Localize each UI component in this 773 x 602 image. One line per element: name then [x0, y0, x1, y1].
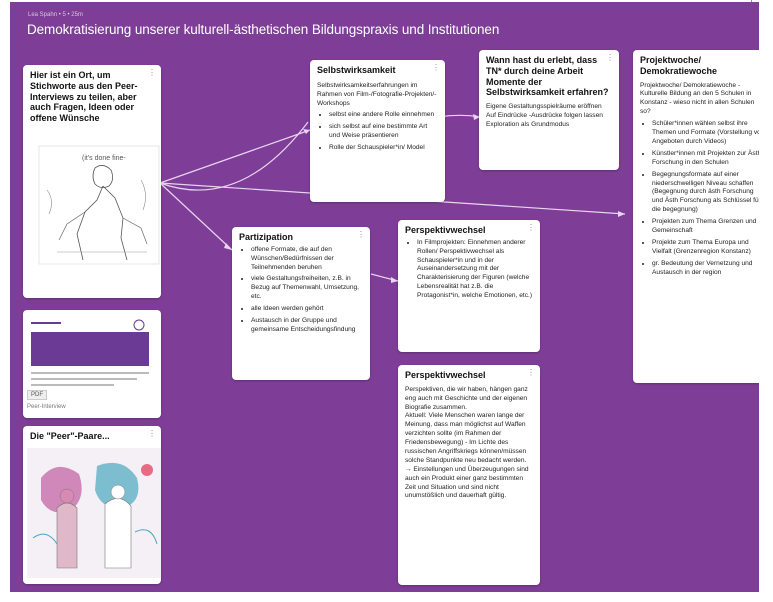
- selbstwirksamkeit-text: Selbstwirksamkeitserfahrungen im Rahmen …: [317, 81, 437, 107]
- projektwoche-list: Schüler*innen wählen selbst ihre Themen …: [640, 120, 759, 277]
- intro-card-title: Hier ist ein Ort, um Stichworte aus den …: [30, 70, 138, 124]
- peer-pairs-card[interactable]: ⋮ Die "Peer"-Paare...: [23, 426, 161, 584]
- projektwoche-card[interactable]: ⋮ Projektwoche/ Demokratiewoche Projektw…: [633, 50, 759, 383]
- list-item: alle Ideen werden gehört: [251, 305, 363, 314]
- card-menu-icon[interactable]: ⋮: [432, 63, 440, 72]
- pdf-preview-header: [31, 318, 151, 331]
- perspektivwechsel-list: In Filmprojekten: Einnehmen anderer Roll…: [405, 239, 533, 301]
- partizipation-title: Partizipation: [239, 232, 294, 242]
- perspektivwechsel-card-2[interactable]: ⋮ Perspektivwechsel Perspektiven, die wi…: [398, 365, 540, 585]
- list-item: Künstler*innen mit Projekten zur Ästh Fo…: [652, 150, 759, 168]
- selbstwirksamkeit-title: Selbstwirksamkeit: [317, 65, 396, 75]
- card-menu-icon[interactable]: ⋮: [148, 429, 156, 438]
- perspektivwechsel-title-1: Perspektivwechsel: [405, 225, 486, 235]
- pdf-attachment-card[interactable]: PDF Peer-Interview: [23, 310, 161, 418]
- list-item: Rolle der Schauspieler*in/ Model: [329, 144, 438, 153]
- sketch-text: (it's done fine-: [82, 155, 126, 162]
- peer-illustration: [27, 448, 161, 578]
- list-item: Projekten zum Thema Grenzen und Gemeinsc…: [652, 218, 759, 236]
- card-menu-icon[interactable]: ⋮: [527, 368, 535, 377]
- partizipation-card[interactable]: ⋮ Partizipation offene Formate, die auf …: [232, 227, 370, 380]
- perspektivwechsel-title-2: Perspektivwechsel: [405, 370, 486, 380]
- wann-question-card[interactable]: ⋮ Wann hast du erlebt, dass TN* durch de…: [479, 50, 619, 170]
- perspektivwechsel-card-1[interactable]: ⋮ Perspektivwechsel In Filmprojekten: Ei…: [398, 220, 540, 352]
- pdf-badge: PDF: [27, 390, 47, 400]
- board-breadcrumb: Lea Spahn • 5 • 25m: [28, 12, 83, 18]
- list-item: gr. Bedeutung der Vernetzung und Austaus…: [652, 260, 759, 278]
- list-item: offene Formate, die auf den Wünschen/Bed…: [251, 246, 363, 273]
- list-item: selbst eine andere Rolle einnehmen: [329, 111, 438, 120]
- projektwoche-text: Projektwoche/ Demokratiewoche - Kulturel…: [640, 81, 755, 116]
- wann-question-title: Wann hast du erlebt, dass TN* durch dein…: [486, 55, 609, 98]
- perspektivwechsel-text: Perspektiven, die wir haben, hängen ganz…: [405, 385, 529, 500]
- selbstwirksamkeit-list: selbst eine andere Rolle einnehmen sich …: [317, 111, 438, 153]
- pdf-preview-lines: [31, 372, 149, 390]
- card-menu-icon[interactable]: ⋮: [357, 230, 365, 239]
- peer-pairs-title: Die "Peer"-Paare...: [30, 431, 110, 441]
- board-title: Demokratisierung unserer kulturell-ästhe…: [27, 22, 500, 37]
- card-menu-icon[interactable]: ⋮: [148, 68, 156, 77]
- pdf-caption: Peer-Interview: [27, 404, 66, 410]
- projektwoche-title: Projektwoche/ Demokratiewoche: [640, 55, 718, 76]
- list-item: Projekte zum Thema Europa und Vielfalt (…: [652, 239, 759, 257]
- wann-line-1: Eigene Gestaltungsspielräume eröffnen: [486, 103, 602, 111]
- list-item: Austausch in der Gruppe und gemeinsame E…: [251, 317, 363, 335]
- whiteboard-canvas[interactable]: Lea Spahn • 5 • 25m Demokratisierung uns…: [10, 2, 759, 592]
- card-menu-icon[interactable]: ⋮: [606, 53, 614, 62]
- connector-curve-selbstwirksamkeit: [159, 121, 309, 191]
- wann-line-3: Exploration als Grundmodus: [486, 120, 570, 128]
- connector-to-partizipation: [159, 182, 233, 251]
- list-item: Begegnungsformate auf einer niederschwel…: [652, 171, 759, 215]
- connector-to-selbstwirksamkeit: [159, 129, 311, 184]
- partizipation-list: offene Formate, die auf den Wünschen/Bed…: [239, 246, 363, 335]
- list-item: viele Gestaltungsfreiheiten, z.B. in Bez…: [251, 275, 363, 302]
- intro-card[interactable]: ⋮ Hier ist ein Ort, um Stichworte aus de…: [23, 65, 161, 298]
- pdf-logo-icon: [31, 319, 145, 331]
- card-menu-icon[interactable]: ⋮: [527, 223, 535, 232]
- list-item: In Filmprojekten: Einnehmen anderer Roll…: [417, 239, 533, 301]
- list-item: Schüler*innen wählen selbst ihre Themen …: [652, 120, 759, 147]
- pdf-preview-band: [31, 332, 149, 366]
- selbstwirksamkeit-card[interactable]: ⋮ Selbstwirksamkeit Selbstwirksamkeitser…: [310, 60, 445, 202]
- list-item: sich selbst auf eine bestimmte Art und W…: [329, 123, 438, 141]
- wann-line-2: Auf Eindrücke -Ausdrücke folgen lassen: [486, 112, 603, 120]
- sketch-drawing: (it's done fine-: [38, 145, 160, 265]
